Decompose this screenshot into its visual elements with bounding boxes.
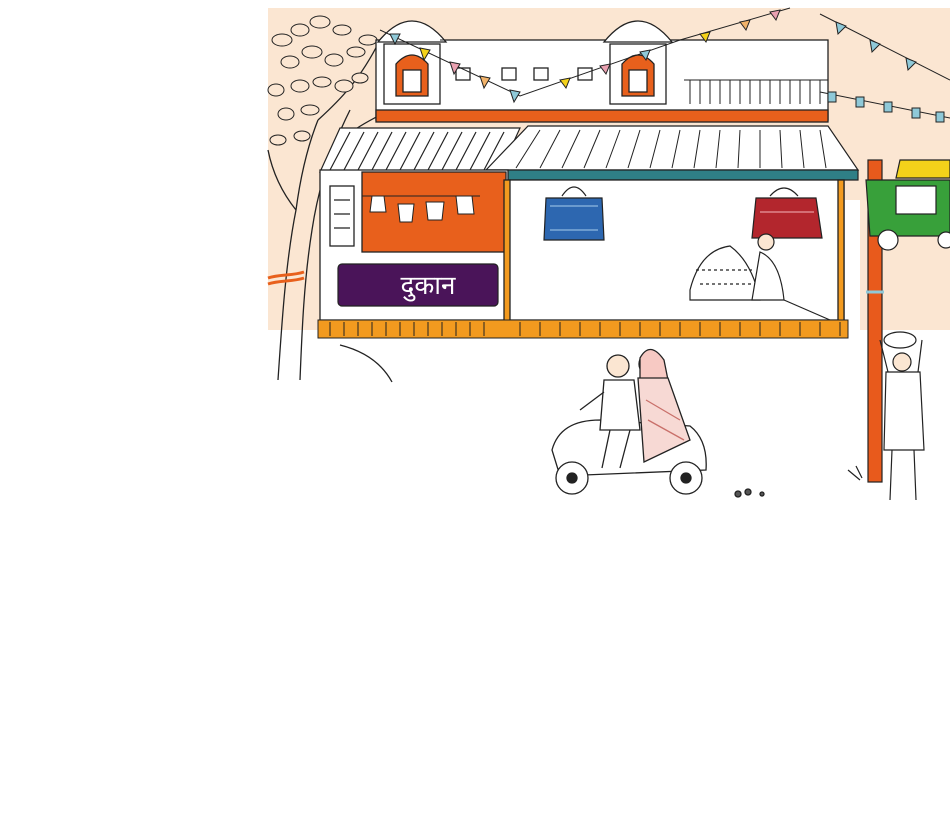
tree [267,15,393,383]
awning-right [484,125,860,181]
red-bag [751,187,823,239]
upper-building [375,20,829,123]
shop-sign: दुकान [337,263,499,307]
blue-bag [543,186,605,241]
clothesline [362,195,480,223]
shop-plinth [317,319,849,339]
bunting-flags [379,7,950,123]
seated-woman [689,233,831,321]
scooter-couple [551,348,765,498]
shop-sign-text: दुकान [401,271,457,302]
auto-rickshaw [865,159,950,251]
